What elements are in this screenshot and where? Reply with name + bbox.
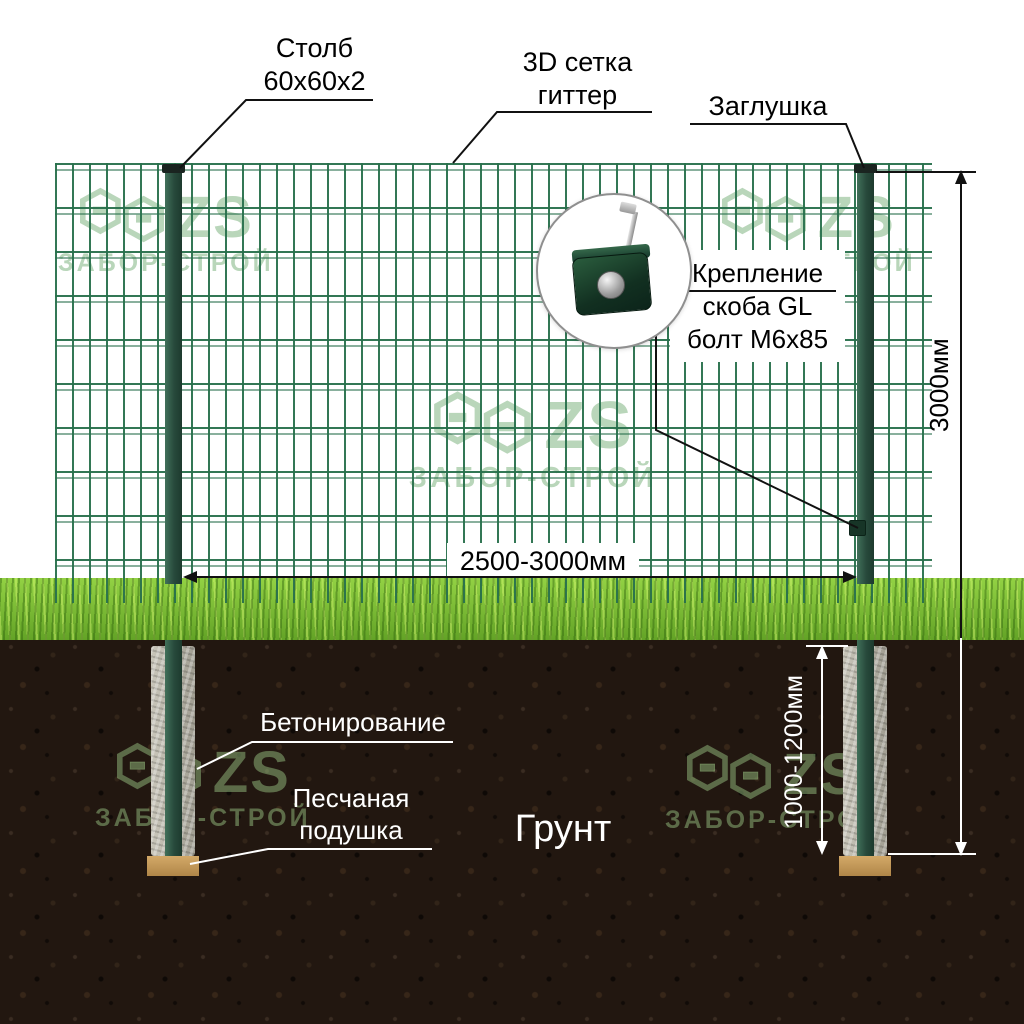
label-cap-line1: Заглушка bbox=[708, 91, 828, 121]
label-sand-line1: Песчаная bbox=[292, 783, 410, 813]
label-post-line2: 60х60х2 bbox=[263, 66, 366, 97]
dimension-span-label: 2500-3000мм bbox=[459, 546, 627, 576]
label-fastening-line1: Крепление bbox=[691, 258, 824, 288]
fence-mesh-3d bbox=[55, 163, 932, 603]
fence-post-left bbox=[165, 170, 182, 584]
label-concreting: Бетонирование bbox=[248, 706, 458, 738]
label-concreting-line1: Бетонирование bbox=[260, 707, 446, 737]
dimension-height-label: 3000мм bbox=[924, 338, 954, 432]
bolt-head bbox=[619, 201, 637, 215]
post-cap-left bbox=[162, 164, 185, 173]
fastener-detail-circle bbox=[536, 193, 692, 349]
arrowhead bbox=[955, 170, 967, 184]
hexagon-logo-icon bbox=[685, 742, 773, 802]
label-post: Столб 60х60х2 bbox=[237, 32, 392, 99]
post-underground-right bbox=[857, 640, 874, 858]
label-cap: Заглушка bbox=[688, 90, 848, 123]
label-post-line1: Столб bbox=[275, 33, 354, 63]
label-fastening: Крепление скоба GL болт М6х85 bbox=[676, 257, 839, 356]
label-backdrop bbox=[447, 543, 639, 576]
watermark-name: ЗАБОР-СТРОЙ bbox=[665, 806, 881, 834]
leader-line-post bbox=[179, 99, 373, 169]
label-sand-cushion: Песчаная подушка bbox=[262, 782, 440, 846]
label-ground: Грунт bbox=[478, 806, 648, 853]
label-ground-line1: Грунт bbox=[514, 808, 612, 850]
bracket-on-post bbox=[849, 520, 866, 536]
leader-line-cap bbox=[690, 123, 865, 169]
label-sand-line2: подушка bbox=[299, 815, 403, 846]
post-cap-right bbox=[854, 164, 877, 173]
watermark-logo: ZS ЗАБОР-СТРОЙ bbox=[665, 742, 881, 835]
sand-cushion-right bbox=[839, 856, 891, 876]
label-fastening-line2: скоба GL bbox=[702, 291, 813, 321]
label-mesh: 3D сетка гиттер bbox=[495, 46, 660, 113]
bolt-head-front bbox=[597, 271, 625, 299]
label-mesh-line2: гиттер bbox=[537, 80, 618, 111]
label-mesh-line1: 3D сетка bbox=[522, 47, 633, 77]
label-fastening-line3: болт М6х85 bbox=[686, 324, 829, 354]
post-underground-left bbox=[165, 640, 182, 858]
watermark-name: ЗАБОР-СТРОЙ bbox=[95, 804, 311, 832]
fence-post-right bbox=[857, 170, 874, 584]
dimension-depth-label: 1000-1200мм bbox=[780, 675, 808, 830]
leader-line-mesh bbox=[452, 111, 652, 164]
sand-cushion-left bbox=[147, 856, 199, 876]
